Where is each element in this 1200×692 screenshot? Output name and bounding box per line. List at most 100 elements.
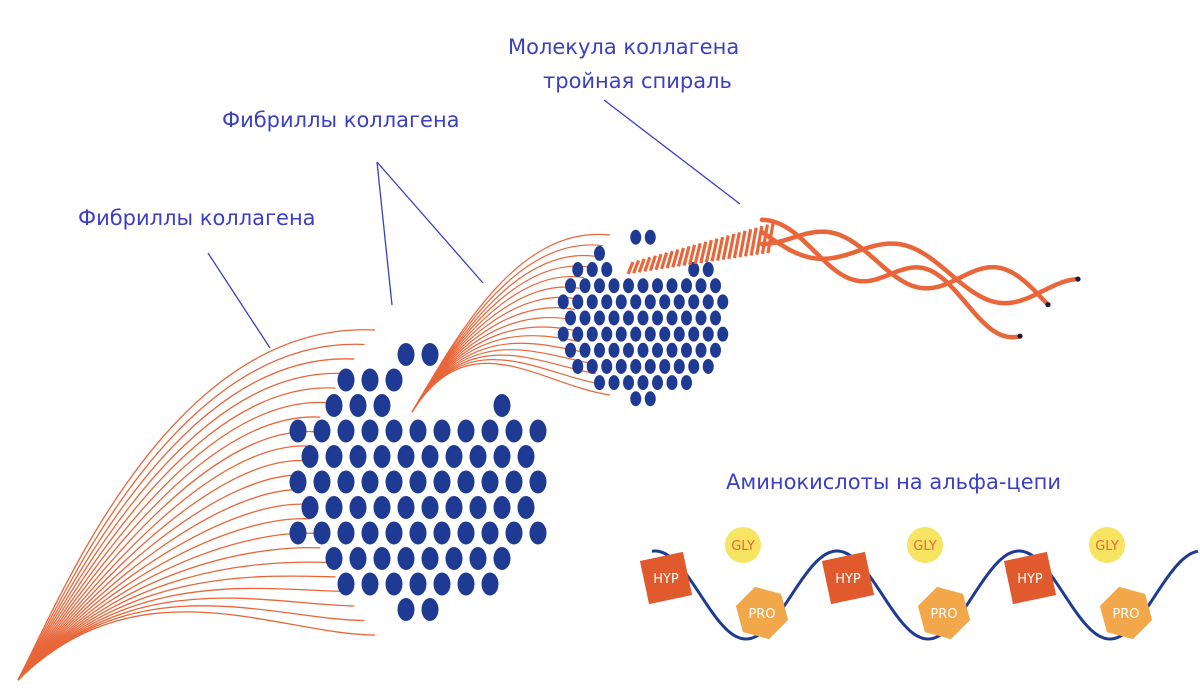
fibril-dot — [373, 394, 391, 417]
helix-strand — [759, 217, 1023, 340]
fibril-dot — [409, 419, 427, 443]
twist-segment — [671, 249, 680, 268]
fibril-dot — [493, 547, 511, 570]
fiber-line — [17, 474, 306, 681]
fibril-dot — [615, 294, 627, 310]
fibril-dot — [630, 294, 642, 310]
gly-circle — [907, 527, 943, 563]
pro-label: PRO — [1112, 607, 1139, 622]
fiber-line — [17, 575, 336, 681]
fibril-dot — [505, 470, 523, 494]
pro-hexagon — [1099, 586, 1153, 640]
fibril-dot — [505, 419, 523, 443]
fibril-dot — [557, 294, 569, 310]
fibril-dot — [594, 375, 605, 391]
fibril-dot — [659, 326, 671, 342]
fibril-dot — [529, 470, 547, 494]
gly-circle — [1089, 527, 1125, 563]
fibril-dot — [623, 310, 634, 326]
fibril-dot — [608, 342, 620, 358]
fibril-dot — [325, 547, 343, 570]
fibril-dot — [644, 294, 656, 310]
pro-label: PRO — [930, 607, 957, 622]
fibril-dot — [630, 358, 642, 374]
fiber-line — [17, 489, 306, 681]
fibril-dot — [481, 572, 499, 596]
twist-segment — [665, 250, 674, 269]
hyp-square — [639, 551, 693, 605]
fibril-dot — [349, 445, 367, 468]
fibril-dot — [337, 470, 355, 494]
fibril-dot — [313, 419, 331, 443]
fibril-dot — [457, 419, 475, 443]
fiber-line — [17, 503, 307, 681]
fibril-dot — [666, 375, 678, 391]
fibril-dot — [325, 394, 343, 417]
helix-strand — [759, 229, 1081, 306]
pro-label: PRO — [748, 607, 775, 622]
fibril-dot — [397, 445, 415, 468]
fiber-line — [17, 532, 315, 681]
fibril-dot — [572, 262, 584, 278]
label-amino-title: Аминокислоты на альфа-цепи — [726, 470, 1061, 494]
fibril-dot — [397, 343, 415, 366]
twist-segment — [637, 258, 646, 273]
fibril-dot — [325, 445, 343, 468]
fibril-dot — [637, 342, 649, 358]
gly-label: GLY — [731, 539, 755, 554]
label-fibrils-upper: Фибриллы коллагена — [222, 108, 460, 132]
fibril-dot — [659, 358, 671, 374]
fiber-line — [17, 329, 376, 681]
fibril-dot — [385, 419, 403, 443]
pro-residue: PRO — [1099, 586, 1153, 640]
hyp-label: HYP — [1017, 572, 1043, 587]
fibril-dot — [421, 598, 439, 621]
fibril-dot — [710, 342, 721, 358]
fibril-dot — [630, 326, 642, 342]
helix-strand — [759, 229, 1051, 307]
fibril-dot — [673, 294, 685, 310]
fibril-dot — [457, 521, 475, 545]
fibril-dot — [652, 375, 663, 391]
fibril-dot — [421, 547, 439, 570]
twist-segment — [648, 255, 657, 272]
gly-residue: GLY — [1089, 527, 1125, 563]
fibril-dot — [337, 368, 355, 392]
fiber-line — [17, 561, 328, 681]
fibril-dot — [517, 496, 535, 519]
fibril-dot — [433, 521, 451, 545]
fibril-dot — [702, 294, 714, 310]
fibril-dot — [361, 368, 379, 392]
fibril-dot — [385, 521, 403, 545]
fibril-dot — [615, 358, 627, 374]
fibril-dot — [586, 358, 598, 374]
fiber-bundle-large — [17, 329, 376, 681]
fibril-dot — [409, 572, 427, 596]
fibril-dot — [421, 496, 439, 519]
fibril-dot — [337, 419, 355, 443]
fibril-dot — [373, 496, 391, 519]
fibril-dot — [301, 496, 319, 519]
pro-hexagon — [735, 586, 789, 640]
twist-segment — [682, 245, 691, 267]
fiber-line — [17, 445, 310, 681]
fiber-line — [17, 597, 355, 681]
fibril-dot — [630, 229, 642, 245]
fibril-dot — [586, 294, 598, 310]
fibril-dot — [615, 326, 627, 342]
leader-line-molecule — [603, 99, 741, 205]
fibril-dot — [572, 326, 584, 342]
twist-segment — [760, 224, 769, 255]
fibril-dot — [397, 598, 415, 621]
fibril-dot — [361, 470, 379, 494]
fibril-dot — [517, 445, 535, 468]
fiber-bundle-small — [411, 233, 611, 413]
large-fibril-cross-section — [289, 343, 547, 621]
fiber-line — [411, 233, 611, 413]
fiber-line — [411, 362, 611, 413]
fibril-dot — [695, 278, 707, 294]
fibril-dot — [594, 278, 605, 294]
pro-hexagon — [917, 586, 971, 640]
fibril-dot — [529, 419, 547, 443]
fiber-line — [17, 416, 321, 681]
